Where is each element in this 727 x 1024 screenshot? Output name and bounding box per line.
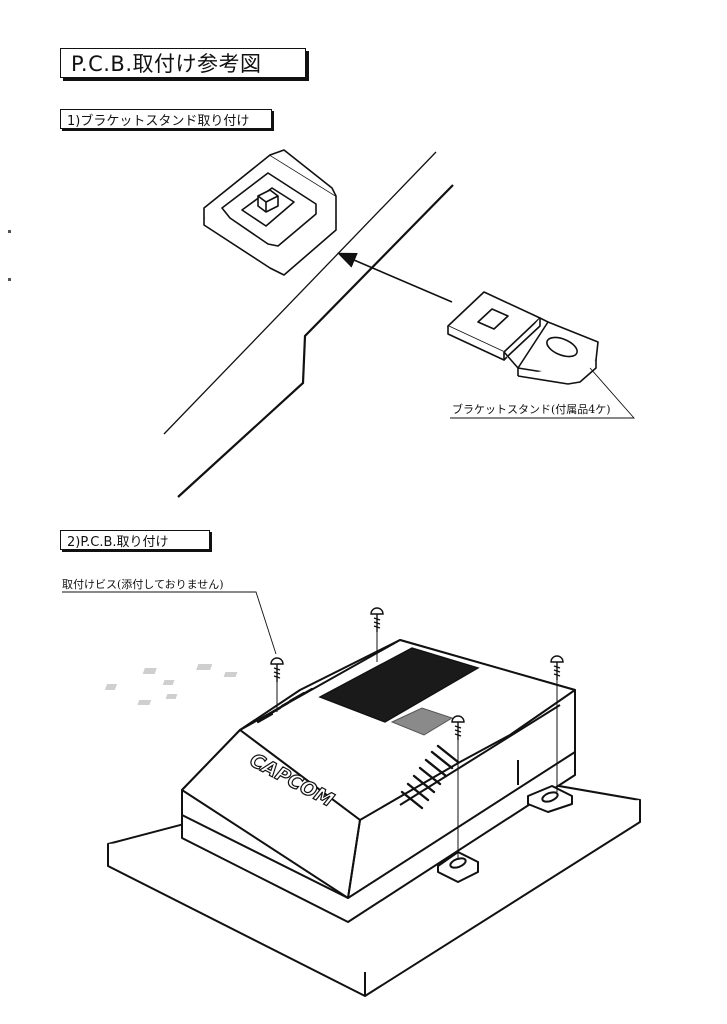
section-1-heading-text: 1)ブラケットスタンド取り付け — [67, 113, 250, 129]
bracket-stand-caption: ブラケットスタンド(付属品4ケ) — [452, 403, 611, 416]
vent-slots-right — [400, 744, 460, 810]
section-1-heading: 1)ブラケットスタンド取り付け — [60, 109, 272, 129]
bracket-stand-part — [447, 291, 599, 385]
page-title: P.C.B.取付け参考図 — [60, 48, 306, 78]
vent-slots-left — [256, 687, 314, 724]
screw-guide-lines — [276, 632, 558, 860]
screw-3 — [550, 655, 564, 680]
pcb-sticker-area — [390, 707, 454, 736]
bracket-callout-leader — [450, 367, 635, 419]
pcb-label-plate — [104, 647, 480, 723]
screw-1 — [270, 657, 284, 682]
insertion-arrow — [337, 252, 453, 303]
mounting-screws — [270, 607, 564, 740]
screw-4 — [451, 715, 465, 740]
section-2-heading: 2)P.C.B.取り付け — [60, 530, 210, 550]
pcb-case — [181, 639, 576, 923]
mounting-screw-caption: 取付けビス(添付しておりません) — [62, 578, 224, 591]
section-2-heading-text: 2)P.C.B.取り付け — [67, 534, 169, 550]
screw-2 — [370, 607, 384, 632]
cabinet-wall-edges — [163, 151, 454, 498]
screw-callout-leader — [62, 591, 277, 655]
scan-marks — [8, 230, 11, 281]
bracket-mounted-on-wall — [203, 149, 337, 276]
page-title-text: P.C.B.取付け参考図 — [71, 52, 262, 76]
